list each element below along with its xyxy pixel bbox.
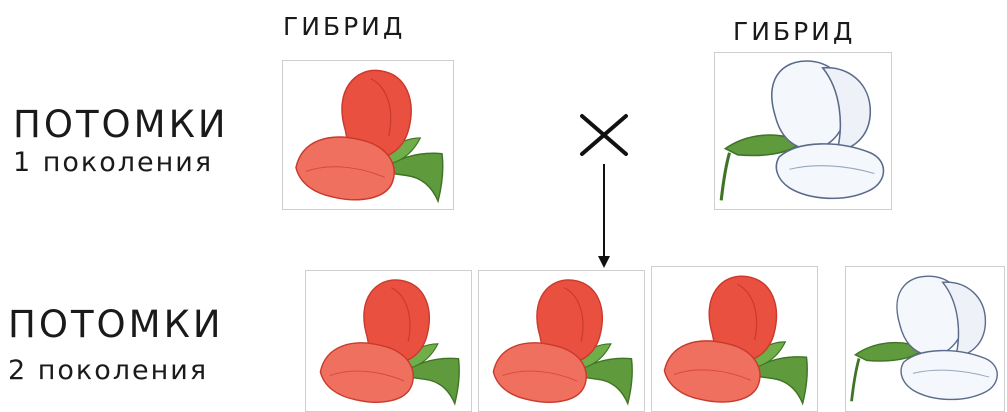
red-flower-image [283, 61, 453, 209]
offspring-flower-card [845, 266, 1005, 412]
right-parent-label: ГИБРИД [733, 17, 855, 46]
left-parent-label: ГИБРИД [283, 12, 405, 41]
white-flower-image [715, 53, 891, 209]
red-flower-image [479, 271, 644, 411]
left-parent-flower-card [282, 60, 454, 210]
offspring-flower-card [305, 270, 472, 412]
cross-symbol [576, 112, 632, 158]
generation-1-title: ПОТОМКИ [13, 103, 229, 146]
offspring-flower-card [478, 270, 645, 412]
generation-2-subtitle: 2 поколения [8, 355, 208, 386]
white-flower-image [846, 267, 1004, 411]
right-parent-flower-card [714, 52, 892, 210]
generation-1-subtitle: 1 поколения [13, 147, 213, 178]
generation-2-title: ПОТОМКИ [8, 303, 224, 346]
red-flower-image [652, 267, 817, 411]
offspring-flower-card [651, 266, 818, 412]
red-flower-image [306, 271, 471, 411]
down-arrow-icon [596, 164, 612, 270]
